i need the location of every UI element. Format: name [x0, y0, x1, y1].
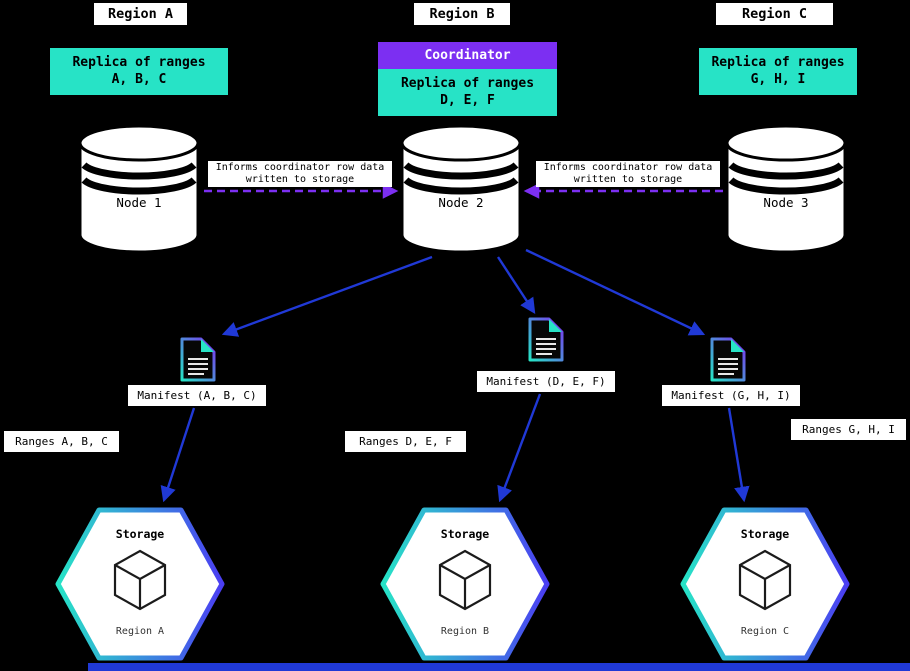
region-b-header: Region B	[414, 3, 510, 25]
ranges-b-label: Ranges D, E, F	[345, 431, 466, 452]
arrow-manifest-a-to-storage-a	[160, 407, 196, 503]
storage-b-title: Storage	[440, 527, 490, 541]
manifest-a-label: Manifest (A, B, C)	[128, 385, 266, 406]
arrow-manifest-c-to-storage-c	[727, 407, 750, 503]
manifest-b-file-icon	[528, 317, 564, 362]
storage-a-region-label: Region A	[115, 625, 165, 637]
region-c-header: Region C	[716, 3, 833, 25]
node1-label: Node 1	[116, 194, 162, 210]
node1-database-icon	[80, 126, 198, 252]
replica-c-box: Replica of ranges G, H, I	[699, 48, 857, 95]
storage-a-title: Storage	[115, 527, 165, 541]
node2-database-icon	[402, 126, 520, 252]
node3-label: Node 3	[763, 194, 809, 210]
manifest-c-label: Manifest (G, H, I)	[662, 385, 800, 406]
node2-label: Node 2	[438, 194, 484, 210]
coordinator-box: Coordinator	[378, 42, 557, 69]
replica-b-box: Replica of ranges D, E, F	[378, 69, 557, 116]
storage-b-region-label: Region B	[440, 625, 490, 637]
ranges-a-label: Ranges A, B, C	[4, 431, 119, 452]
storage-c-region-label: Region C	[740, 625, 790, 637]
arrow-node2-to-manifest-b	[496, 256, 536, 314]
informs-label-right: Informs coordinator row data written to …	[536, 161, 720, 187]
manifest-a-file-icon	[180, 337, 216, 382]
manifest-b-label: Manifest (D, E, F)	[477, 371, 615, 392]
region-a-header: Region A	[94, 3, 187, 25]
arrow-manifest-b-to-storage-b	[497, 393, 542, 503]
manifest-c-file-icon	[710, 337, 746, 382]
arrow-node2-to-manifest-c	[525, 248, 706, 336]
arrow-node2-to-manifest-a	[221, 255, 433, 337]
replica-a-box: Replica of ranges A, B, C	[50, 48, 228, 95]
informs-label-left: Informs coordinator row data written to …	[208, 161, 392, 187]
cropped-bottom-element	[88, 663, 910, 671]
ranges-c-label: Ranges G, H, I	[791, 419, 906, 440]
node3-database-icon	[727, 126, 845, 252]
storage-c-title: Storage	[740, 527, 790, 541]
